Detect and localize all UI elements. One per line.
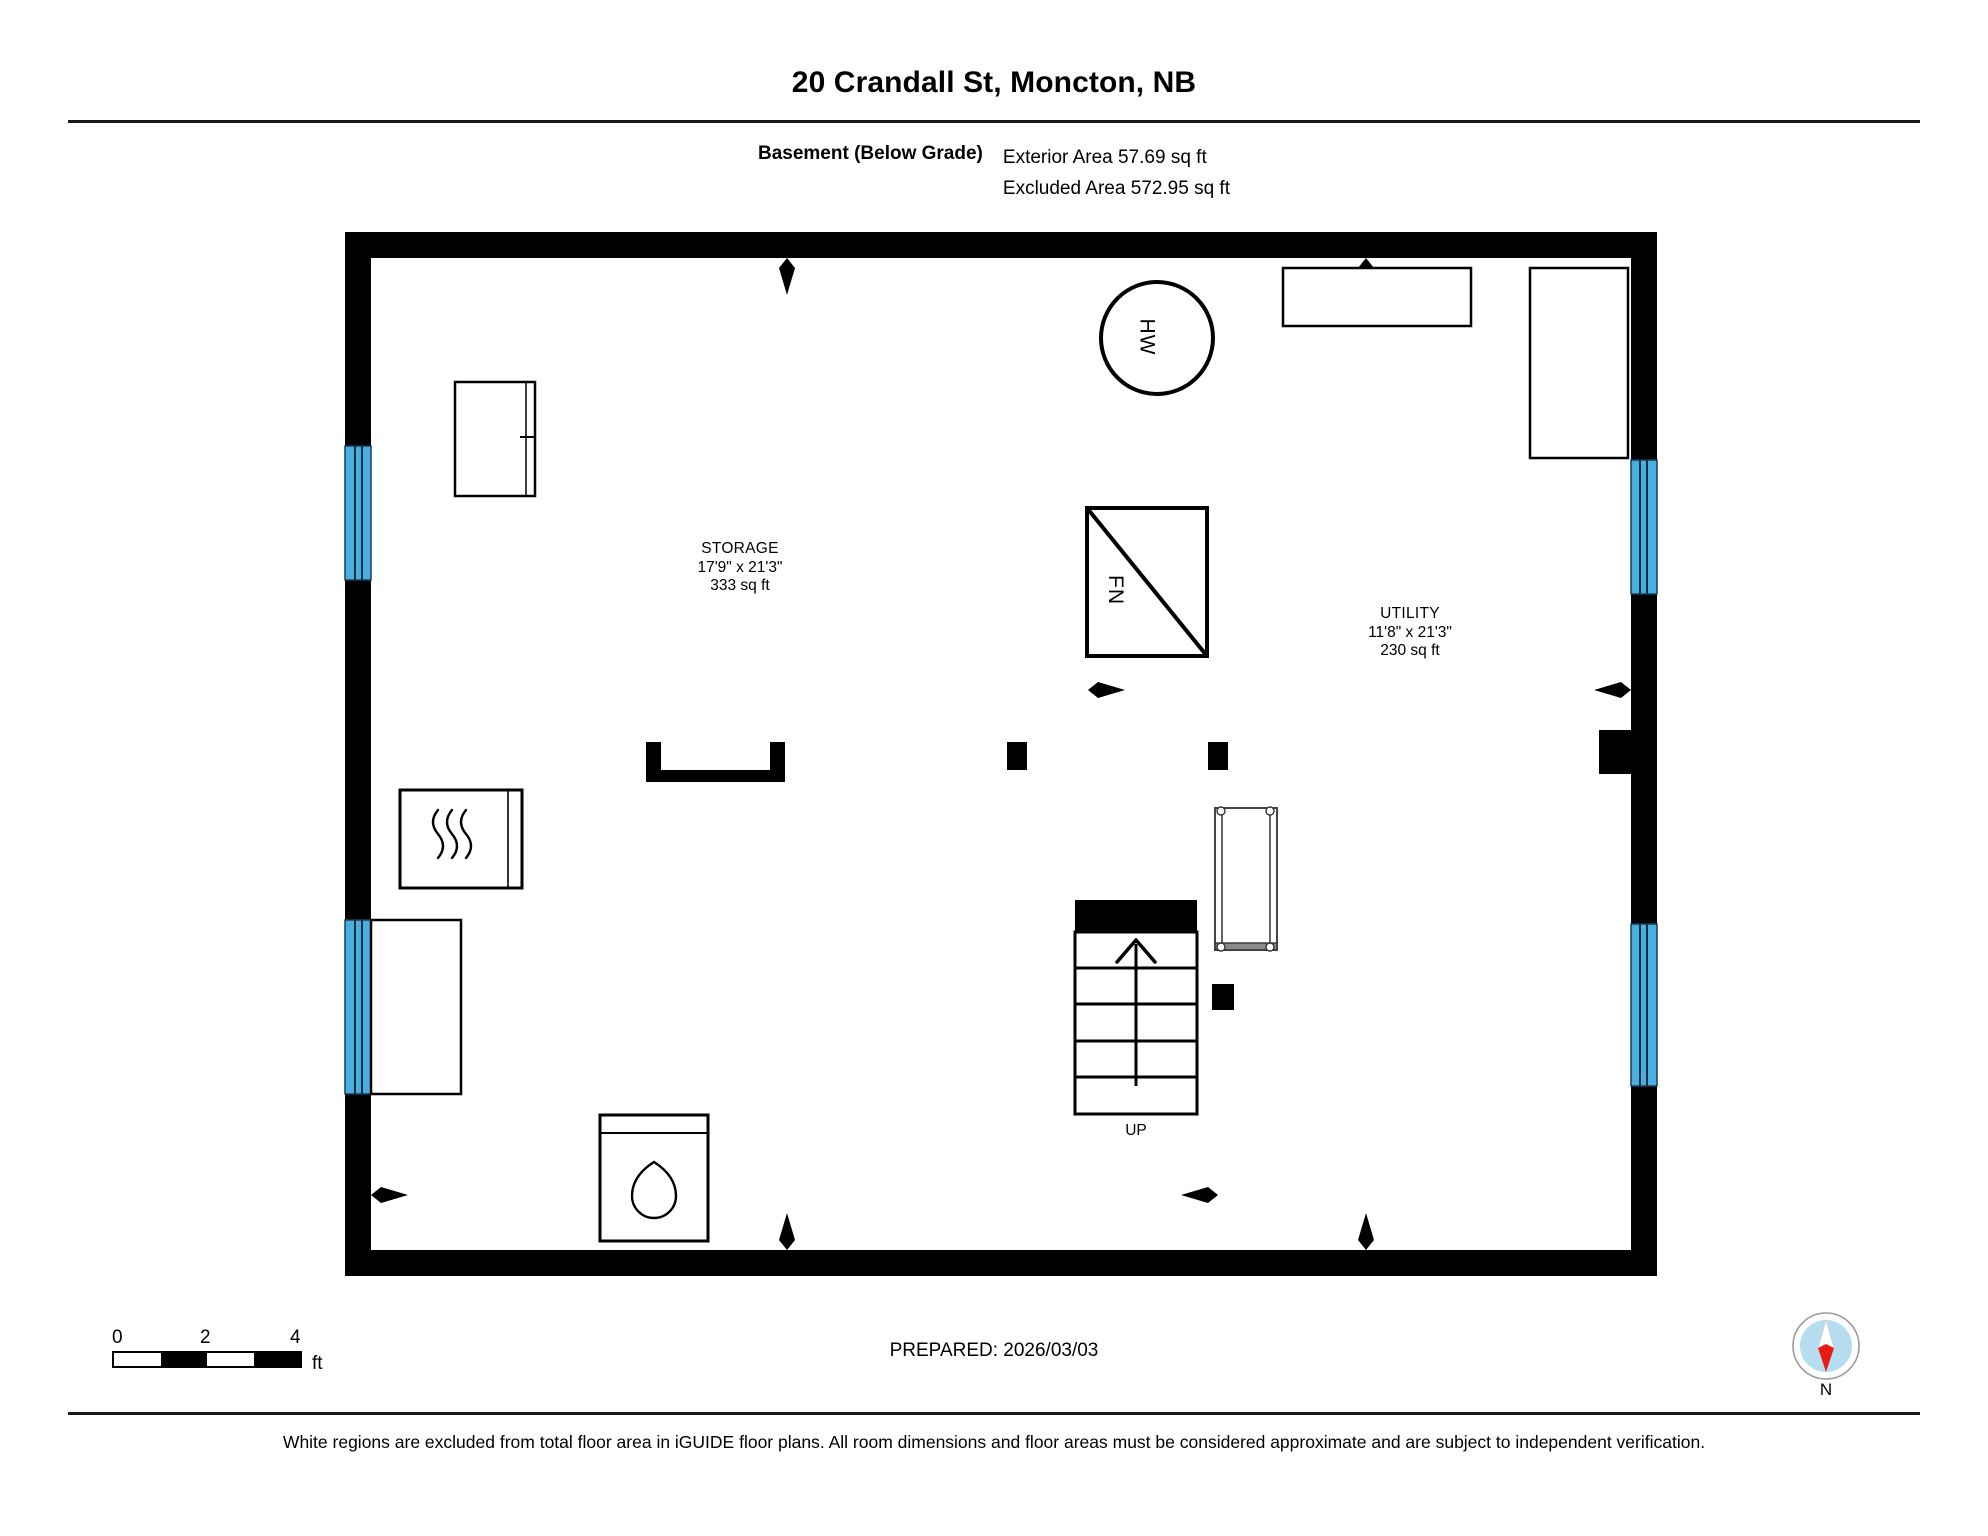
title-divider [68, 120, 1920, 123]
fixture-washer [598, 1113, 710, 1243]
excluded-area: Excluded Area 572.95 sq ft [1002, 178, 1230, 199]
stairs-up-label: UP [1125, 1122, 1147, 1139]
scale-ticks: 0 2 4 [112, 1327, 302, 1351]
footer-disclaimer: White regions are excluded from total fl… [282, 1432, 1706, 1452]
compass-rose: N [1790, 1310, 1862, 1399]
room-dimensions: 11'8" x 21'3" [1368, 623, 1452, 641]
fixture-top-counter [1281, 266, 1473, 328]
fixture-dryer [398, 788, 524, 890]
scale-unit-label: ft [312, 1353, 323, 1374]
window-right-upper [1630, 459, 1658, 595]
water-heater-label: HW [1135, 318, 1159, 356]
fixture-left-lower-cabinet [369, 918, 463, 1096]
fixture-partition-u [646, 742, 785, 782]
page-title: 20 Crandall St, Moncton, NB [791, 66, 1197, 99]
room-area: 230 sq ft [1380, 642, 1440, 659]
room-dimensions: 17'9" x 21'3" [697, 558, 783, 576]
scale-tick-1: 2 [200, 1327, 211, 1348]
room-area: 333 sq ft [710, 577, 770, 594]
room-name: UTILITY [1380, 605, 1440, 622]
fixture-upper-left-cabinet [453, 380, 537, 498]
area-summary: Exterior Area 57.69 sq ft Excluded Area … [1003, 142, 1230, 204]
room-label-storage: STORAGE 17'9" x 21'3" 333 sq ft [632, 540, 848, 596]
fixture-stairs [1073, 900, 1199, 1116]
prepared-date: PREPARED: 2026/03/03 [889, 1340, 1099, 1361]
fixture-rack [1214, 806, 1278, 952]
window-right-lower [1630, 923, 1658, 1087]
scale-tick-0: 0 [112, 1327, 123, 1348]
footer-divider [68, 1412, 1920, 1415]
scale-segment-dark [253, 1353, 300, 1366]
floor-summary: Basement (Below Grade) Exterior Area 57.… [0, 142, 1988, 204]
scale-bar: 0 2 4 [112, 1327, 302, 1368]
exterior-walls [345, 232, 1657, 1276]
fixture-top-right-shelf [1528, 266, 1630, 460]
room-name: STORAGE [701, 540, 779, 557]
compass-icon [1792, 1312, 1860, 1380]
scale-bar-graphic [112, 1351, 302, 1368]
floor-name: Basement (Below Grade) [757, 143, 983, 164]
furnace-label: FN [1104, 575, 1127, 605]
exterior-area: Exterior Area 57.69 sq ft [1002, 147, 1207, 168]
window-left-upper [344, 445, 372, 581]
view-direction-markers [371, 258, 1631, 1250]
structural-posts [1007, 742, 1234, 1010]
scale-tick-2: 4 [290, 1327, 301, 1348]
compass-north-label: N [1819, 1380, 1833, 1399]
window-left-lower [344, 919, 372, 1095]
scale-segment-dark [160, 1353, 207, 1366]
room-label-utility: UTILITY 11'8" x 21'3" 230 sq ft [1302, 605, 1518, 661]
